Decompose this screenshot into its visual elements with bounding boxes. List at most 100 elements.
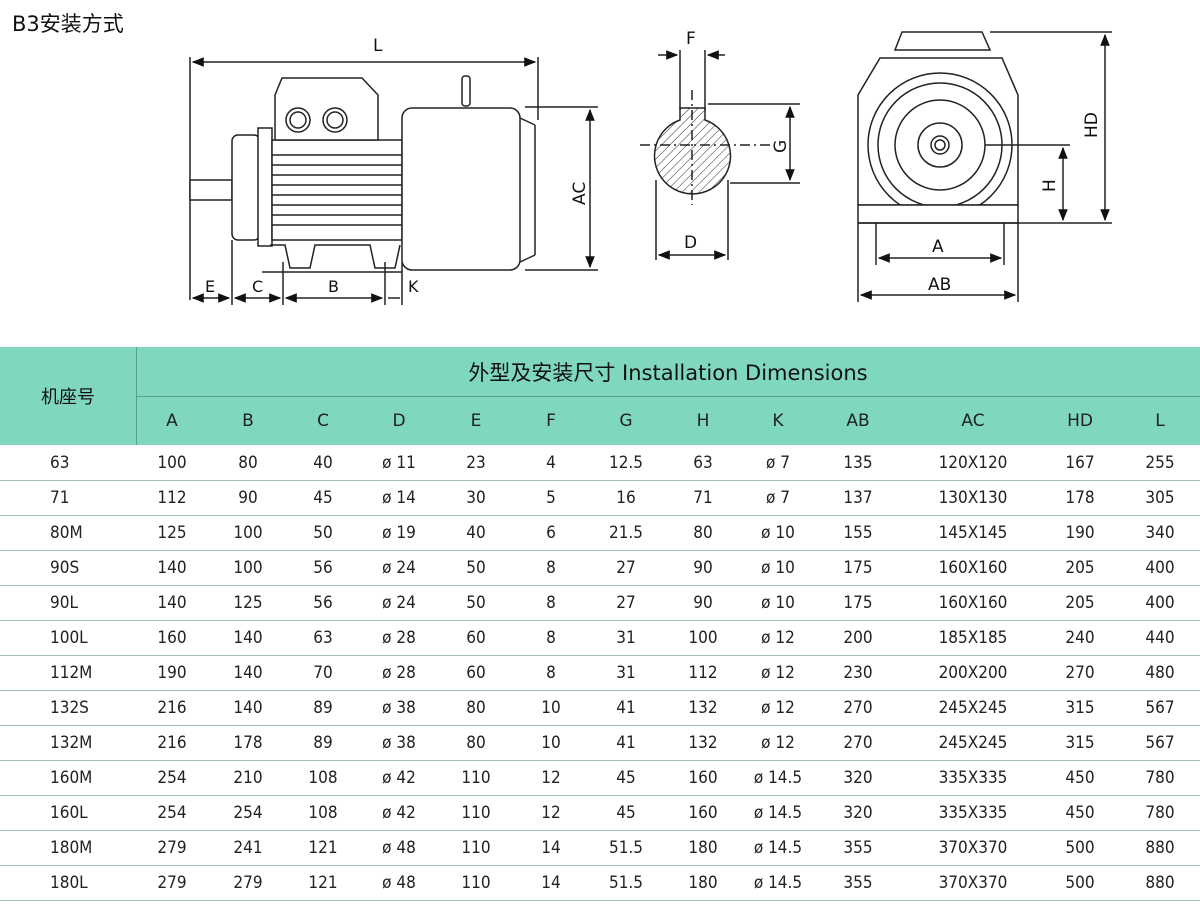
table-cell: ø 42 — [382, 802, 416, 823]
table-cell: 270 — [1065, 662, 1095, 683]
table-cell: 315 — [1065, 697, 1095, 718]
table-cell: 21.5 — [608, 522, 644, 543]
table-cell: ø 42 — [382, 767, 416, 788]
table-cell: 12 — [541, 802, 561, 823]
table-cell: 279 — [233, 872, 263, 893]
column-header: A — [166, 411, 178, 431]
group-header: 外型及安装尺寸 Installation Dimensions — [468, 360, 868, 385]
table-cell: 254 — [157, 802, 187, 823]
table-cell: 216 — [157, 697, 187, 718]
table-cell: 245X245 — [938, 697, 1008, 718]
table-cell: 14 — [541, 872, 561, 893]
table-cell: 6 — [546, 522, 556, 543]
table-cell: 80 — [466, 697, 486, 718]
table-cell: 335X335 — [938, 802, 1008, 823]
table-cell: 71 — [693, 487, 713, 508]
table-cell: 880 — [1145, 837, 1175, 858]
table-cell: 175 — [843, 592, 873, 613]
table-cell: 205 — [1065, 592, 1095, 613]
table-cell: 56 — [313, 557, 333, 578]
table-cell: 60 — [466, 627, 486, 648]
table-cell: ø 38 — [382, 732, 416, 753]
table-cell: 178 — [233, 732, 263, 753]
table-cell: 89 — [313, 732, 333, 753]
table-cell: ø 10 — [761, 522, 795, 543]
table-cell: 305 — [1145, 487, 1175, 508]
table-cell: 112 — [688, 662, 718, 683]
table-cell: 60 — [466, 662, 486, 683]
table-cell: 400 — [1145, 592, 1175, 613]
dim-label-E: E — [205, 277, 215, 296]
table-cell: 41 — [616, 697, 636, 718]
table-cell: 315 — [1065, 732, 1095, 753]
table-cell: 63 — [693, 452, 713, 473]
table-cell: 110 — [461, 802, 491, 823]
dim-label-K: K — [408, 277, 419, 296]
table-cell: 400 — [1145, 557, 1175, 578]
table-cell: 27 — [616, 592, 636, 613]
table-cell: 5 — [546, 487, 556, 508]
table-cell: 41 — [616, 732, 636, 753]
column-header: HD — [1067, 411, 1093, 431]
table-cell: ø 14.5 — [753, 802, 803, 823]
table-cell: 110 — [461, 767, 491, 788]
table-cell: 205 — [1065, 557, 1095, 578]
table-cell: 8 — [546, 662, 556, 683]
table-cell: 125 — [233, 592, 263, 613]
table-cell: ø 19 — [382, 522, 416, 543]
model-cell: 63 — [50, 452, 70, 473]
table-cell: 27 — [616, 557, 636, 578]
column-header: L — [1155, 411, 1165, 431]
table-cell: 50 — [466, 592, 486, 613]
table-cell: 230 — [843, 662, 873, 683]
motor-front-view — [857, 31, 1112, 302]
table-cell: ø 10 — [761, 592, 795, 613]
column-header: E — [470, 411, 482, 431]
table-cell: 100 — [233, 522, 263, 543]
table-cell: 210 — [233, 767, 263, 788]
table-cell: 216 — [157, 732, 187, 753]
table-cell: 167 — [1065, 452, 1095, 473]
table-cell: 100 — [157, 452, 187, 473]
table-cell: ø 14.5 — [753, 837, 803, 858]
table-cell: 175 — [843, 557, 873, 578]
column-header: AB — [846, 411, 870, 431]
table-cell: 121 — [308, 872, 338, 893]
model-cell: 160L — [50, 802, 88, 823]
table-cell: 180 — [688, 837, 718, 858]
dim-label-C: C — [252, 277, 263, 296]
table-cell: 145X145 — [938, 522, 1008, 543]
table-cell: 180 — [688, 872, 718, 893]
table-cell: 155 — [843, 522, 873, 543]
table-cell: 160 — [157, 627, 187, 648]
table-cell: 51.5 — [608, 872, 644, 893]
table-cell: 40 — [466, 522, 486, 543]
table-cell: 140 — [157, 592, 187, 613]
table-cell: 89 — [313, 697, 333, 718]
dim-label-AC: AC — [570, 182, 590, 205]
dimension-drawings: L AC E C B K F G D — [189, 29, 1112, 305]
dim-label-H: H — [1040, 179, 1060, 192]
table-cell: ø 28 — [382, 662, 416, 683]
table-cell: 241 — [233, 837, 263, 858]
table-cell: ø 24 — [382, 557, 416, 578]
table-cell: 500 — [1065, 837, 1095, 858]
table-cell: ø 12 — [761, 662, 795, 683]
table-cell: 320 — [843, 767, 873, 788]
table-cell: 320 — [843, 802, 873, 823]
table-cell: 780 — [1145, 802, 1175, 823]
column-header: F — [546, 411, 556, 431]
model-cell: 90S — [50, 557, 80, 578]
table-cell: 110 — [461, 837, 491, 858]
table-cell: 80 — [238, 452, 258, 473]
model-cell: 80M — [50, 522, 83, 543]
table-cell: 135 — [843, 452, 873, 473]
model-cell: 132M — [50, 732, 93, 753]
table-cell: 45 — [313, 487, 333, 508]
